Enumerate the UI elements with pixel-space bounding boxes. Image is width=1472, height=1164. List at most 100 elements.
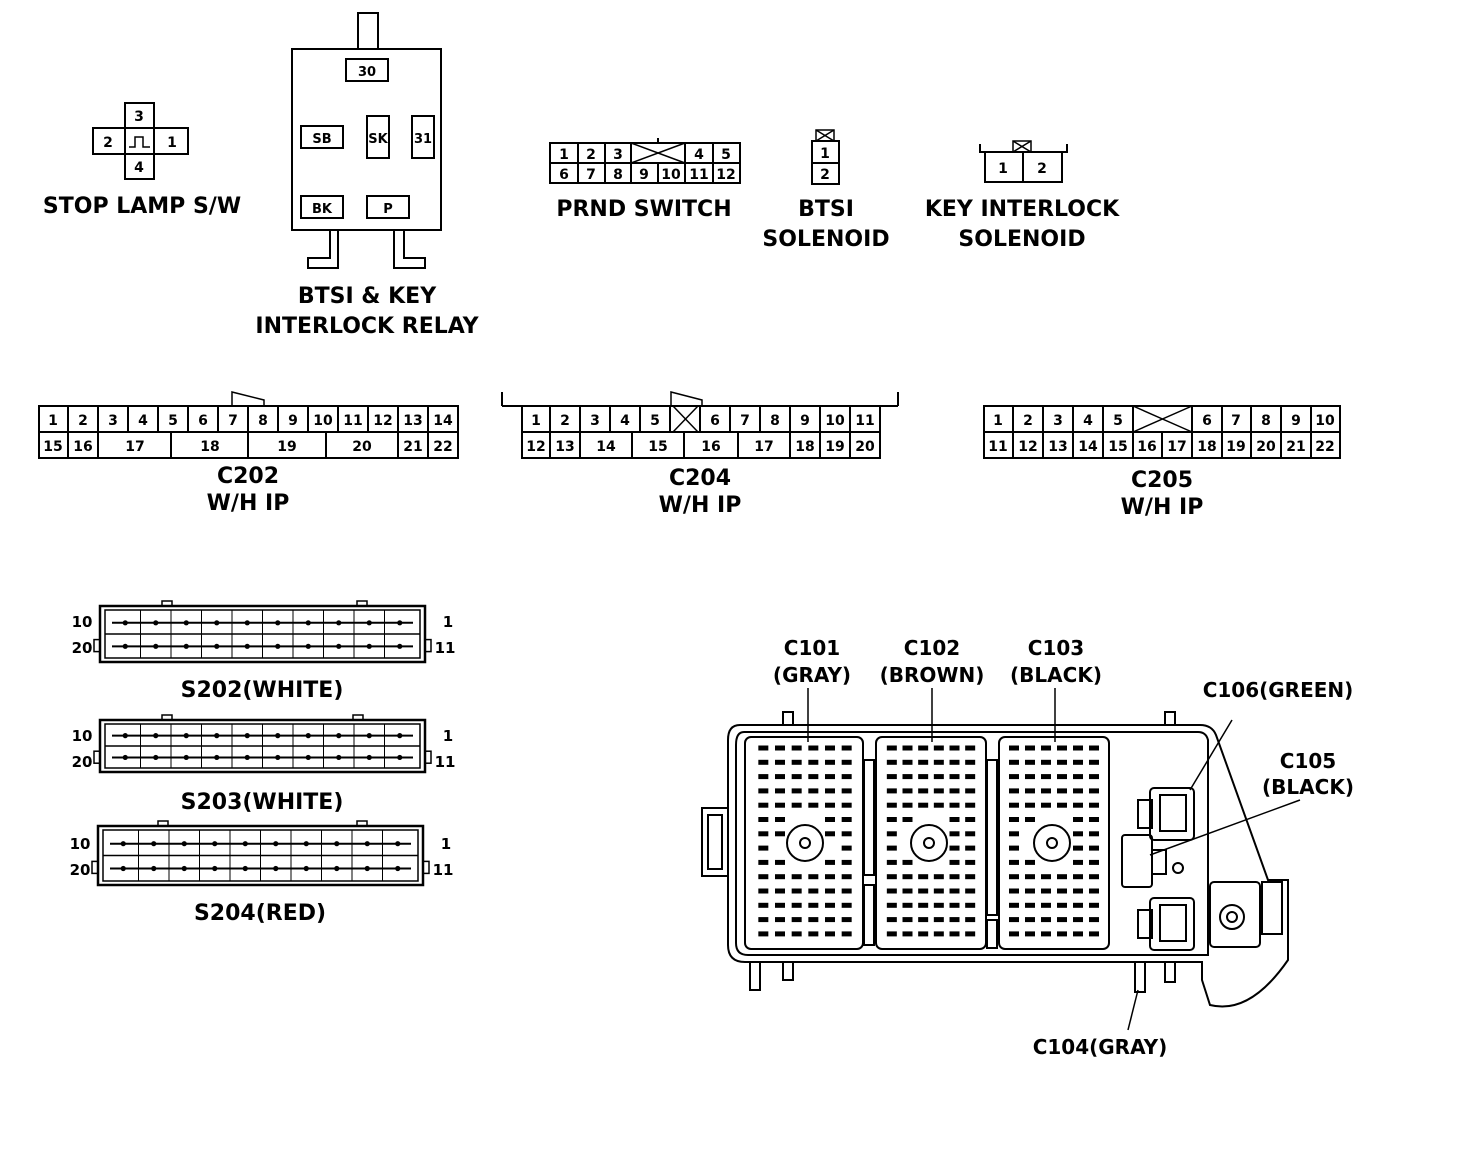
c204-pin: 20 xyxy=(855,439,875,455)
fuse-terminal xyxy=(918,745,929,751)
fuse-terminal xyxy=(965,817,976,822)
fuse-terminal xyxy=(902,859,913,865)
c205-pin: 16 xyxy=(1137,439,1156,455)
prnd-pin: 3 xyxy=(613,147,623,163)
fuse-terminal xyxy=(791,745,802,751)
c202-pin: 20 xyxy=(352,439,372,455)
splice-terminal xyxy=(214,733,220,739)
fuse-terminal xyxy=(1073,817,1083,822)
relay-pin: BK xyxy=(312,202,333,217)
c204-pin: 6 xyxy=(710,413,720,429)
fuse-terminal xyxy=(1009,745,1019,751)
splice-key-tab xyxy=(356,600,368,607)
splice-terminal xyxy=(153,733,159,739)
c204-pin: 3 xyxy=(590,413,600,429)
splice-housing xyxy=(98,604,427,664)
splice-terminal xyxy=(151,841,157,847)
c202-pin: 7 xyxy=(228,413,238,429)
fuse-terminal xyxy=(965,917,976,923)
c202-pin: 1 xyxy=(48,413,58,429)
fuse-terminal xyxy=(758,902,769,908)
fuse-terminal xyxy=(965,845,976,851)
fuse-terminal xyxy=(775,859,785,865)
fuse-terminal xyxy=(758,817,769,822)
c202-pin: 21 xyxy=(403,439,422,455)
fuse-terminal xyxy=(933,745,944,751)
fuse-terminal xyxy=(1089,845,1099,851)
fuse-terminal xyxy=(1009,802,1019,808)
prnd-pin: 2 xyxy=(586,147,596,163)
splice-terminal xyxy=(183,643,189,649)
prnd-pin: 6 xyxy=(559,167,569,183)
fuse-terminal xyxy=(758,845,769,851)
splice-terminal xyxy=(244,733,250,739)
fuse-terminal xyxy=(1073,831,1083,837)
splice-terminal xyxy=(305,733,311,739)
fuse-terminal xyxy=(775,874,785,880)
fuse-terminal xyxy=(841,759,852,765)
splice-terminal xyxy=(151,865,157,872)
relay-pin: 31 xyxy=(414,132,432,147)
fuse-terminal xyxy=(1025,759,1035,765)
fuse-terminal xyxy=(775,802,785,808)
fuse-terminal xyxy=(825,788,835,794)
c204-sub: W/H IP xyxy=(659,493,742,518)
splice-terminal xyxy=(122,643,128,649)
fuse-terminal xyxy=(1073,759,1083,765)
splice-terminal xyxy=(395,865,401,872)
c106-label: C106(GREEN) xyxy=(1203,678,1354,702)
fuse-terminal xyxy=(825,931,835,937)
fuse-terminal xyxy=(1009,831,1019,837)
c205-pin: 12 xyxy=(1018,439,1037,455)
fuse-terminal xyxy=(949,759,960,765)
fuse-terminal xyxy=(758,874,769,880)
fuse-terminal xyxy=(791,759,802,765)
fuse-terminal xyxy=(841,774,852,780)
fuse-terminal xyxy=(758,831,769,837)
fuse-terminal xyxy=(841,802,852,808)
fuse-terminal xyxy=(825,759,835,765)
c202-pin: 19 xyxy=(277,439,296,455)
c205-pin: 20 xyxy=(1256,439,1276,455)
fuse-terminal xyxy=(1089,931,1099,937)
prnd-pin: 11 xyxy=(689,167,708,183)
splice-terminal xyxy=(364,865,370,872)
c205-pin: 2 xyxy=(1023,413,1033,429)
fuse-terminal xyxy=(886,874,897,880)
c205-pin: 10 xyxy=(1315,413,1335,429)
fuse-terminal xyxy=(841,817,852,822)
splice-terminal xyxy=(212,841,218,847)
c205-connector xyxy=(983,405,1341,459)
key-interlock-connector xyxy=(979,140,1068,183)
relay-pin: 30 xyxy=(358,65,376,80)
splice-terminal xyxy=(397,733,403,739)
fuse-terminal xyxy=(902,888,913,894)
fuse-terminal xyxy=(933,802,944,808)
fuse-terminal xyxy=(965,745,976,751)
btsi-pin: 2 xyxy=(820,167,830,183)
key-interlock-title-line1: KEY INTERLOCK xyxy=(925,197,1120,222)
fuse-terminal xyxy=(965,931,976,937)
splice-terminal xyxy=(212,865,218,872)
key-interlock-pin: 2 xyxy=(1037,161,1047,177)
relay-pin: SB xyxy=(312,132,331,147)
fuse-terminal xyxy=(1041,788,1051,794)
fuse-terminal xyxy=(1041,874,1051,880)
splice-terminal xyxy=(334,841,340,847)
splice-pack-s204 xyxy=(91,820,430,887)
fuse-terminal xyxy=(949,831,960,837)
fuse-terminal xyxy=(965,831,976,837)
splice-terminal xyxy=(275,643,281,649)
fuse-terminal xyxy=(886,802,897,808)
prnd-title: PRND SWITCH xyxy=(556,197,731,222)
c204-top-pins: 1 2 3 4 5 6 7 8 9 10 11 xyxy=(531,413,875,429)
fuse-terminal xyxy=(808,759,819,765)
splice-housing xyxy=(98,718,427,774)
c202-pin: 5 xyxy=(168,413,178,429)
fuse-terminal xyxy=(949,874,960,880)
fuse-terminal xyxy=(933,902,944,908)
fuse-terminal xyxy=(808,788,819,794)
splice-terminal xyxy=(214,643,220,649)
fuse-terminal xyxy=(902,817,913,822)
prnd-pin: 9 xyxy=(639,167,649,183)
